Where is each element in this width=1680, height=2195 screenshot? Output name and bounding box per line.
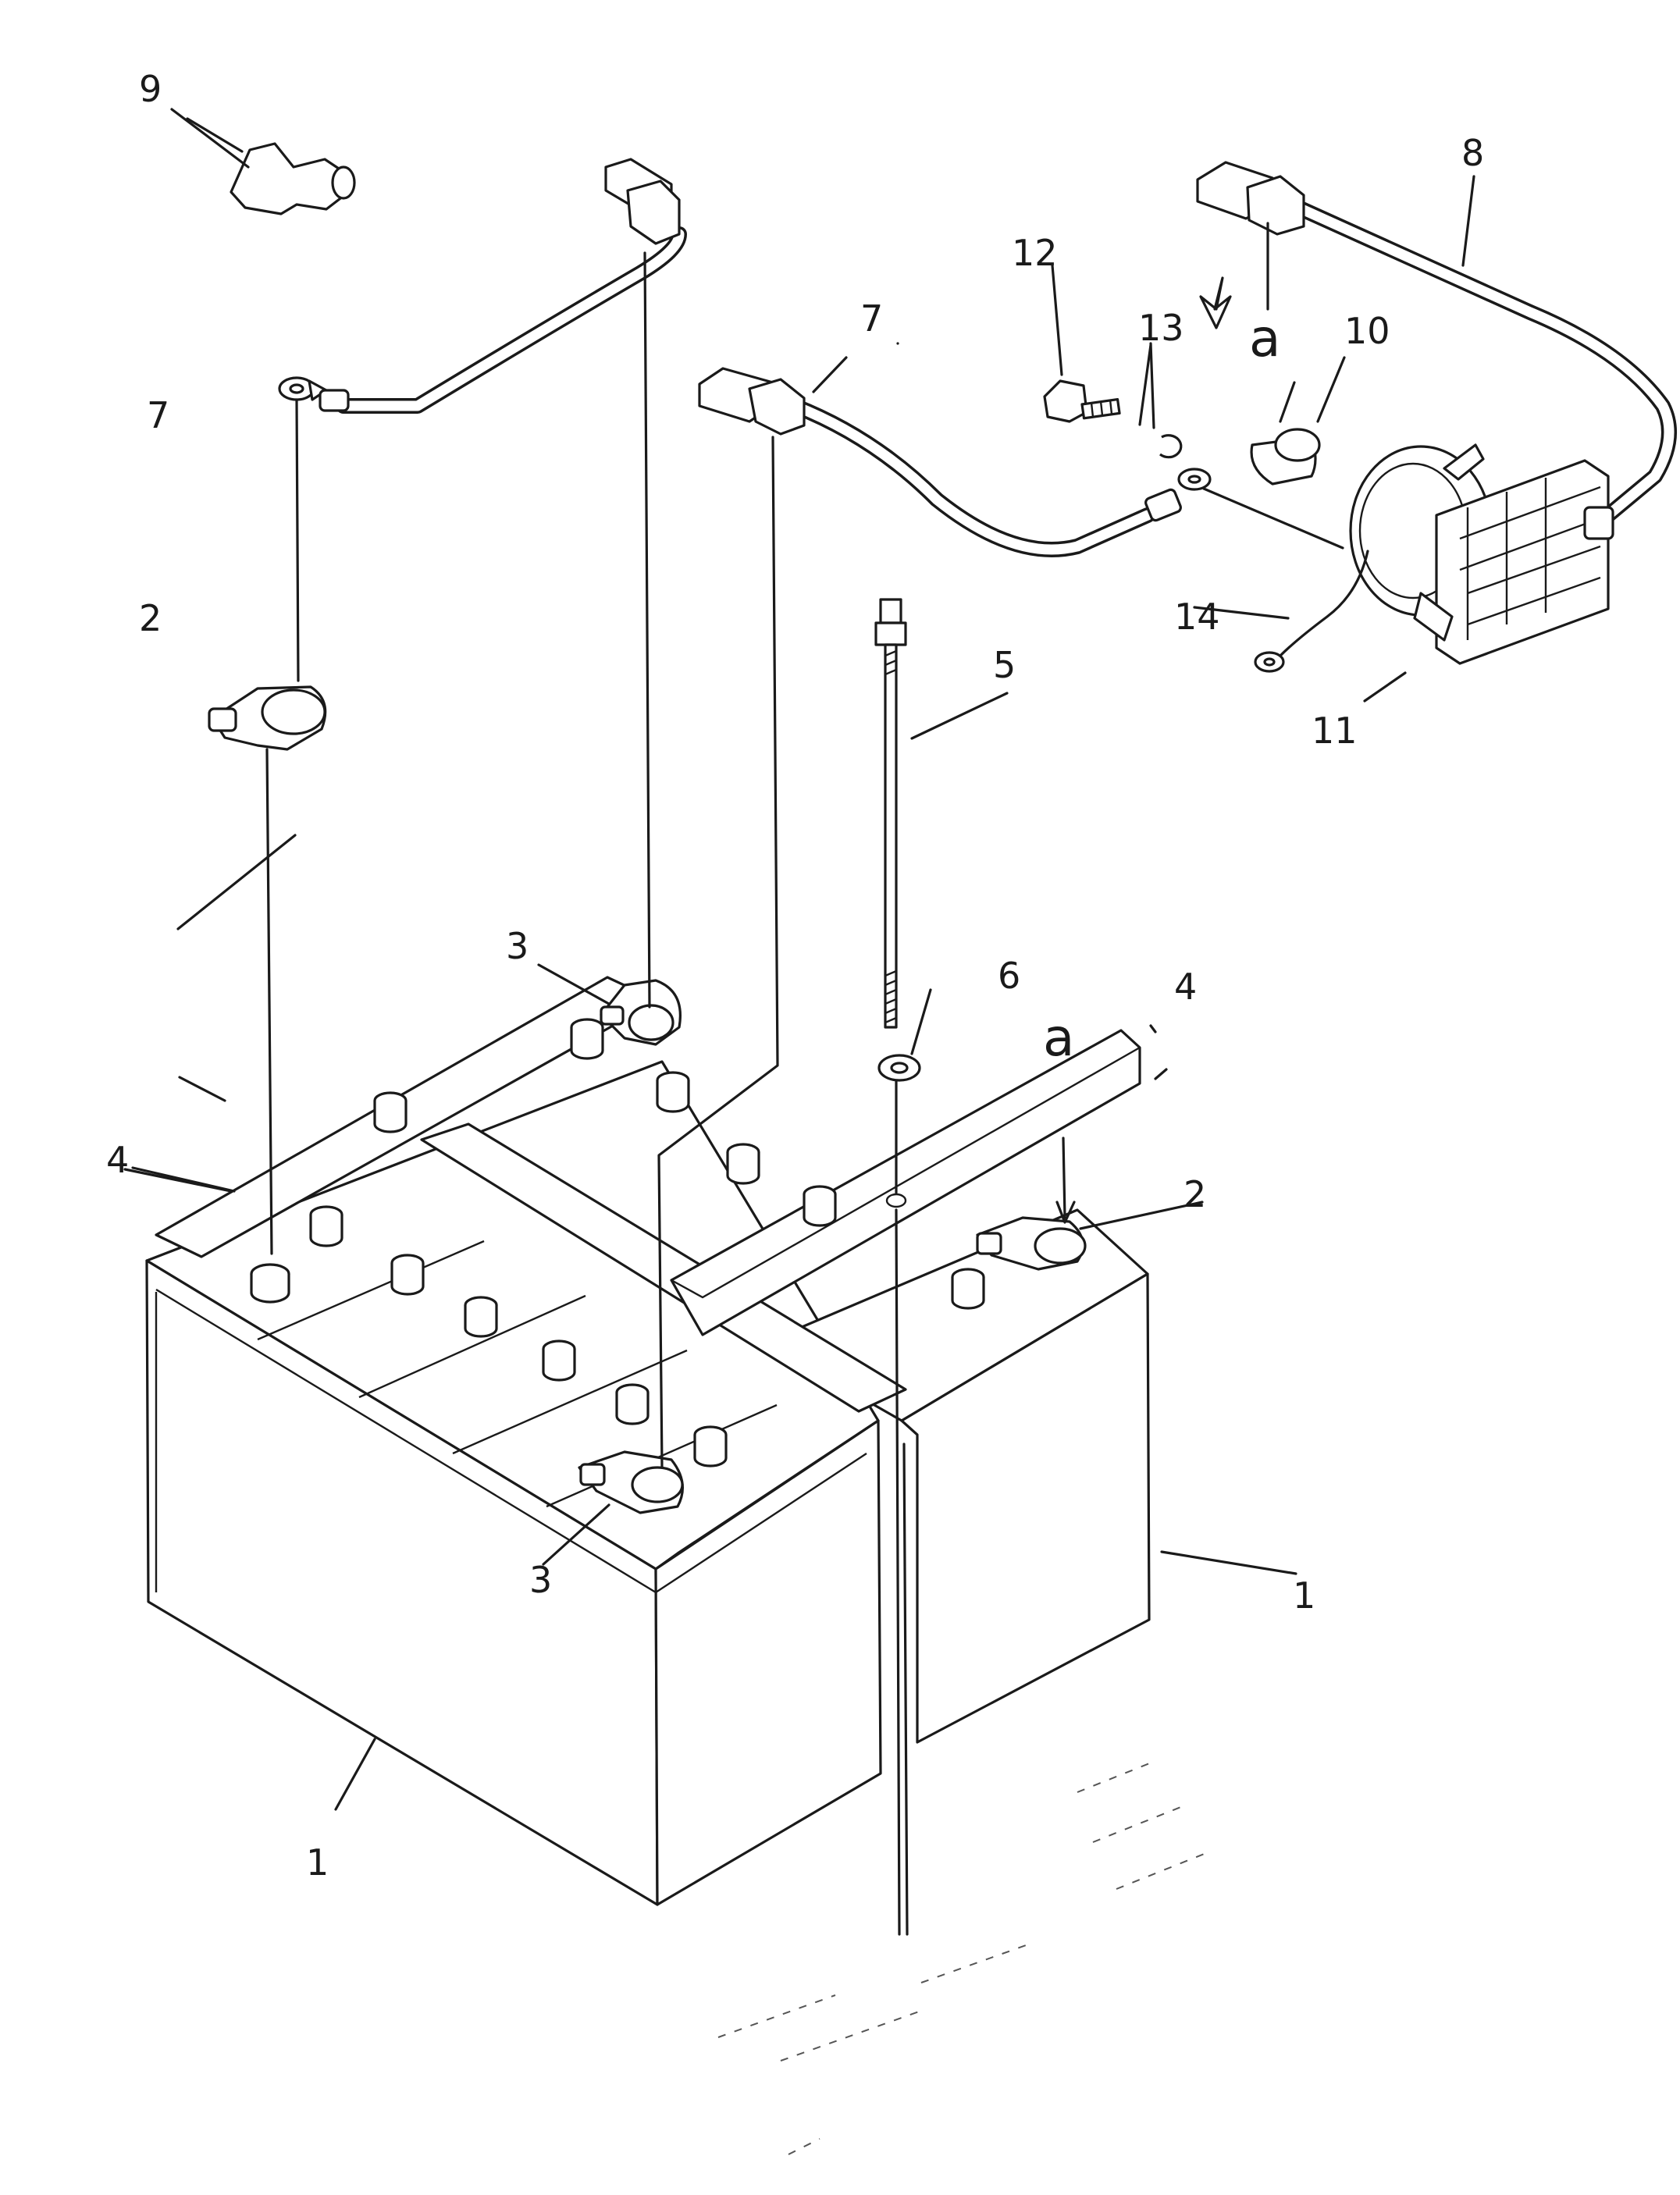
cell-cap (951, 1268, 985, 1310)
callout-11: 11 (1312, 710, 1358, 752)
battery-cable-left (278, 158, 687, 414)
callout-8: 8 (1461, 132, 1484, 174)
cell-cap (464, 1296, 498, 1338)
terminal-cap (230, 142, 356, 215)
callout-14: 14 (1174, 596, 1220, 638)
cell-cap (542, 1339, 576, 1382)
relay-bolt (1043, 379, 1121, 423)
callout-1-rear: 1 (1293, 1574, 1315, 1617)
callout-7-left: 7 (147, 394, 169, 436)
cell-cap (570, 1018, 604, 1060)
terminal-clamp-front (578, 1450, 684, 1514)
base-scribble (717, 1760, 1211, 2155)
callout-a-lower: a (1043, 1008, 1074, 1068)
callout-labels: 9 7 2 3 4 3 1 1 2 4 a 6 5 7 12 13 a 10 8… (106, 68, 1484, 1884)
callout-13: 13 (1138, 307, 1184, 349)
callout-2-left: 2 (139, 597, 162, 639)
terminal-cap-small (1250, 428, 1321, 486)
assembly-lines (265, 222, 1344, 1469)
lock-washer (1159, 434, 1183, 459)
battery-cable-right (1196, 161, 1677, 523)
callout-12: 12 (1012, 232, 1058, 274)
callout-2-right: 2 (1183, 1173, 1206, 1215)
callout-10: 10 (1344, 310, 1390, 352)
cell-cap (615, 1383, 650, 1425)
terminal-post (250, 1263, 290, 1304)
callout-4-left: 4 (106, 1139, 129, 1181)
callout-5: 5 (993, 644, 1016, 686)
battery-cable-middle (698, 367, 1212, 557)
callout-1-front: 1 (306, 1841, 329, 1884)
washer (877, 1054, 921, 1082)
leader-lines (123, 108, 1475, 1811)
terminal-clamp-left (208, 685, 327, 751)
cell-cap (656, 1071, 690, 1113)
callout-3-rear: 3 (506, 925, 529, 967)
terminal-clamp-rear (600, 979, 682, 1046)
callout-3-front: 3 (529, 1559, 552, 1601)
battery-relay (1349, 443, 1614, 665)
tie-bolt (874, 598, 907, 1029)
cell-cap (693, 1425, 728, 1467)
callout-7-middle: 7 (860, 297, 883, 340)
ground-lead (1254, 550, 1369, 673)
callout-9: 9 (139, 68, 162, 110)
callout-a-upper: a (1249, 308, 1280, 368)
cell-caps (250, 1018, 985, 1467)
cell-cap (309, 1205, 343, 1247)
hold-down-nut (373, 1091, 408, 1133)
cell-cap (390, 1254, 425, 1296)
hold-down-bar (155, 976, 1141, 1413)
tie-bolt-axis (895, 1080, 901, 1936)
callout-6: 6 (998, 955, 1020, 997)
terminal-clamp-right (976, 1216, 1087, 1271)
callout-4-right: 4 (1174, 966, 1197, 1008)
cell-cap (803, 1185, 837, 1227)
cell-cap (726, 1143, 760, 1185)
